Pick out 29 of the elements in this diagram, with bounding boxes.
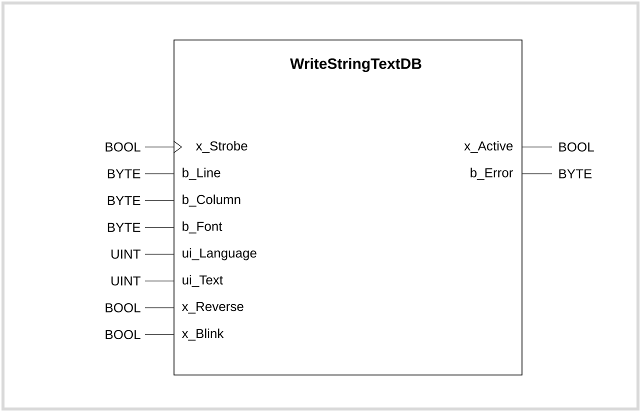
connector-line bbox=[144, 280, 174, 282]
pin-name: ui_Text bbox=[182, 274, 223, 287]
connector-line bbox=[522, 173, 552, 174]
clock-input-line bbox=[144, 140, 182, 154]
pin-name: b_Font bbox=[182, 221, 222, 234]
pin-name: x_Blink bbox=[182, 328, 224, 341]
connector-line bbox=[144, 173, 174, 174]
port-type-label: BYTE bbox=[559, 169, 592, 178]
connector-line bbox=[144, 200, 174, 201]
pin-name: ui_Language bbox=[182, 248, 256, 260]
pin-name: b_Column bbox=[182, 194, 240, 207]
connector-line bbox=[144, 227, 174, 228]
port-type-label: BOOL bbox=[106, 142, 140, 152]
connector-line bbox=[144, 307, 174, 308]
pin-name: x_Reverse bbox=[182, 302, 244, 314]
pin-name: x_Strobe bbox=[196, 140, 248, 153]
port-type-label: BYTE bbox=[108, 196, 140, 206]
port-type-label: BOOL bbox=[106, 330, 140, 340]
pin-name: x_Active bbox=[464, 140, 513, 153]
connector-line bbox=[144, 334, 174, 335]
port-type-label: BYTE bbox=[108, 222, 140, 232]
port-type-label: BYTE bbox=[108, 169, 140, 178]
port-type-label: UINT bbox=[111, 250, 140, 259]
connector-line bbox=[522, 146, 552, 148]
port-type-label: UINT bbox=[111, 276, 140, 286]
port-type-label: BOOL bbox=[106, 303, 140, 312]
pin-name: b_Line bbox=[182, 168, 220, 180]
port-type-label: BOOL bbox=[559, 142, 594, 152]
pin-name: b_Error bbox=[470, 168, 513, 180]
